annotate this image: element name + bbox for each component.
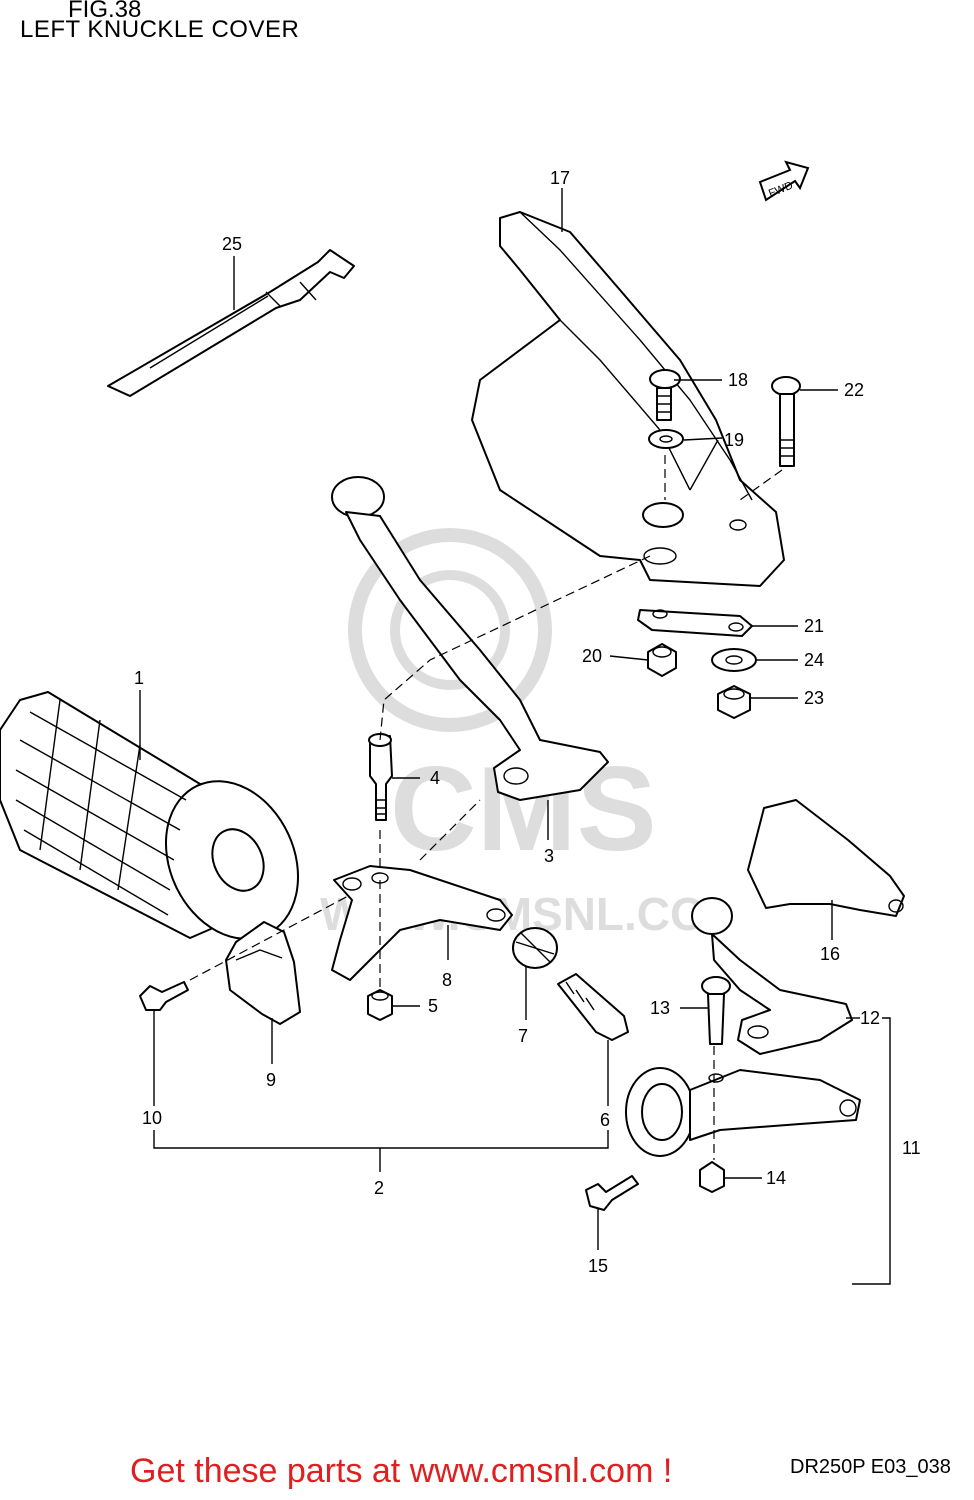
callout-12: 12 [860,1008,880,1028]
callout-3: 3 [544,846,554,866]
clamp-9-part [225,921,301,1025]
screw-10-part [139,981,189,1011]
callout-4: 4 [430,768,440,788]
callout-20: 20 [582,646,602,666]
callout-23: 23 [804,688,824,708]
callout-18: 18 [728,370,748,390]
handle-grip-part [0,691,300,940]
switch-cover-16-part [747,799,905,917]
nut-5-part [367,989,393,1021]
callout-13: 13 [650,998,670,1018]
callout-10: 10 [142,1108,162,1128]
callout-9: 9 [266,1070,276,1090]
nut-20-part [647,643,677,677]
knuckle-cover-part [471,211,785,587]
callout-21: 21 [804,616,824,636]
bolt-13-part [701,976,731,1045]
plate-21-part [637,609,753,637]
callout-19: 19 [724,430,744,450]
nut-14-part [699,1161,725,1193]
pivot-bolt-4-part [368,733,393,821]
cmsnl-parts-link[interactable]: Get these parts at www.cmsnl.com ! [130,1452,673,1490]
figure-number: FIG.38 [68,0,142,23]
callout-24: 24 [804,650,824,670]
bolt-22-part [771,376,801,467]
washer-24-part [711,648,757,672]
washer-19-part [648,429,684,449]
clutch-lever-part [331,476,609,801]
screw-18-part [649,369,681,421]
callout-25: 25 [222,234,242,254]
callout-5: 5 [428,996,438,1016]
lever-holder-11-part [625,1067,861,1157]
callout-8: 8 [442,970,452,990]
decomp-lever-12-part [691,897,853,1055]
nut-23-part [717,685,751,719]
callout-15: 15 [588,1256,608,1276]
callout-16: 16 [820,944,840,964]
callout-14: 14 [766,1168,786,1188]
callout-17: 17 [550,168,570,188]
diagram-title: LEFT KNUCKLE COVER [20,16,300,43]
cable-tie-part [107,249,355,397]
callout-1: 1 [134,668,144,688]
callout-7: 7 [518,1026,528,1046]
adjuster-bolt-6-part [557,973,629,1041]
callout-2: 2 [374,1178,384,1198]
lever-holder-8-part [331,865,513,981]
screw-15-part [585,1175,639,1211]
fwd-arrow-icon: FWD [758,160,810,202]
drawing-code: DR250P E03_038 [790,1456,951,1478]
callout-22: 22 [844,380,864,400]
adjuster-7-part [512,927,558,969]
callout-11: 11 [902,1138,921,1158]
callout-6: 6 [600,1110,610,1130]
